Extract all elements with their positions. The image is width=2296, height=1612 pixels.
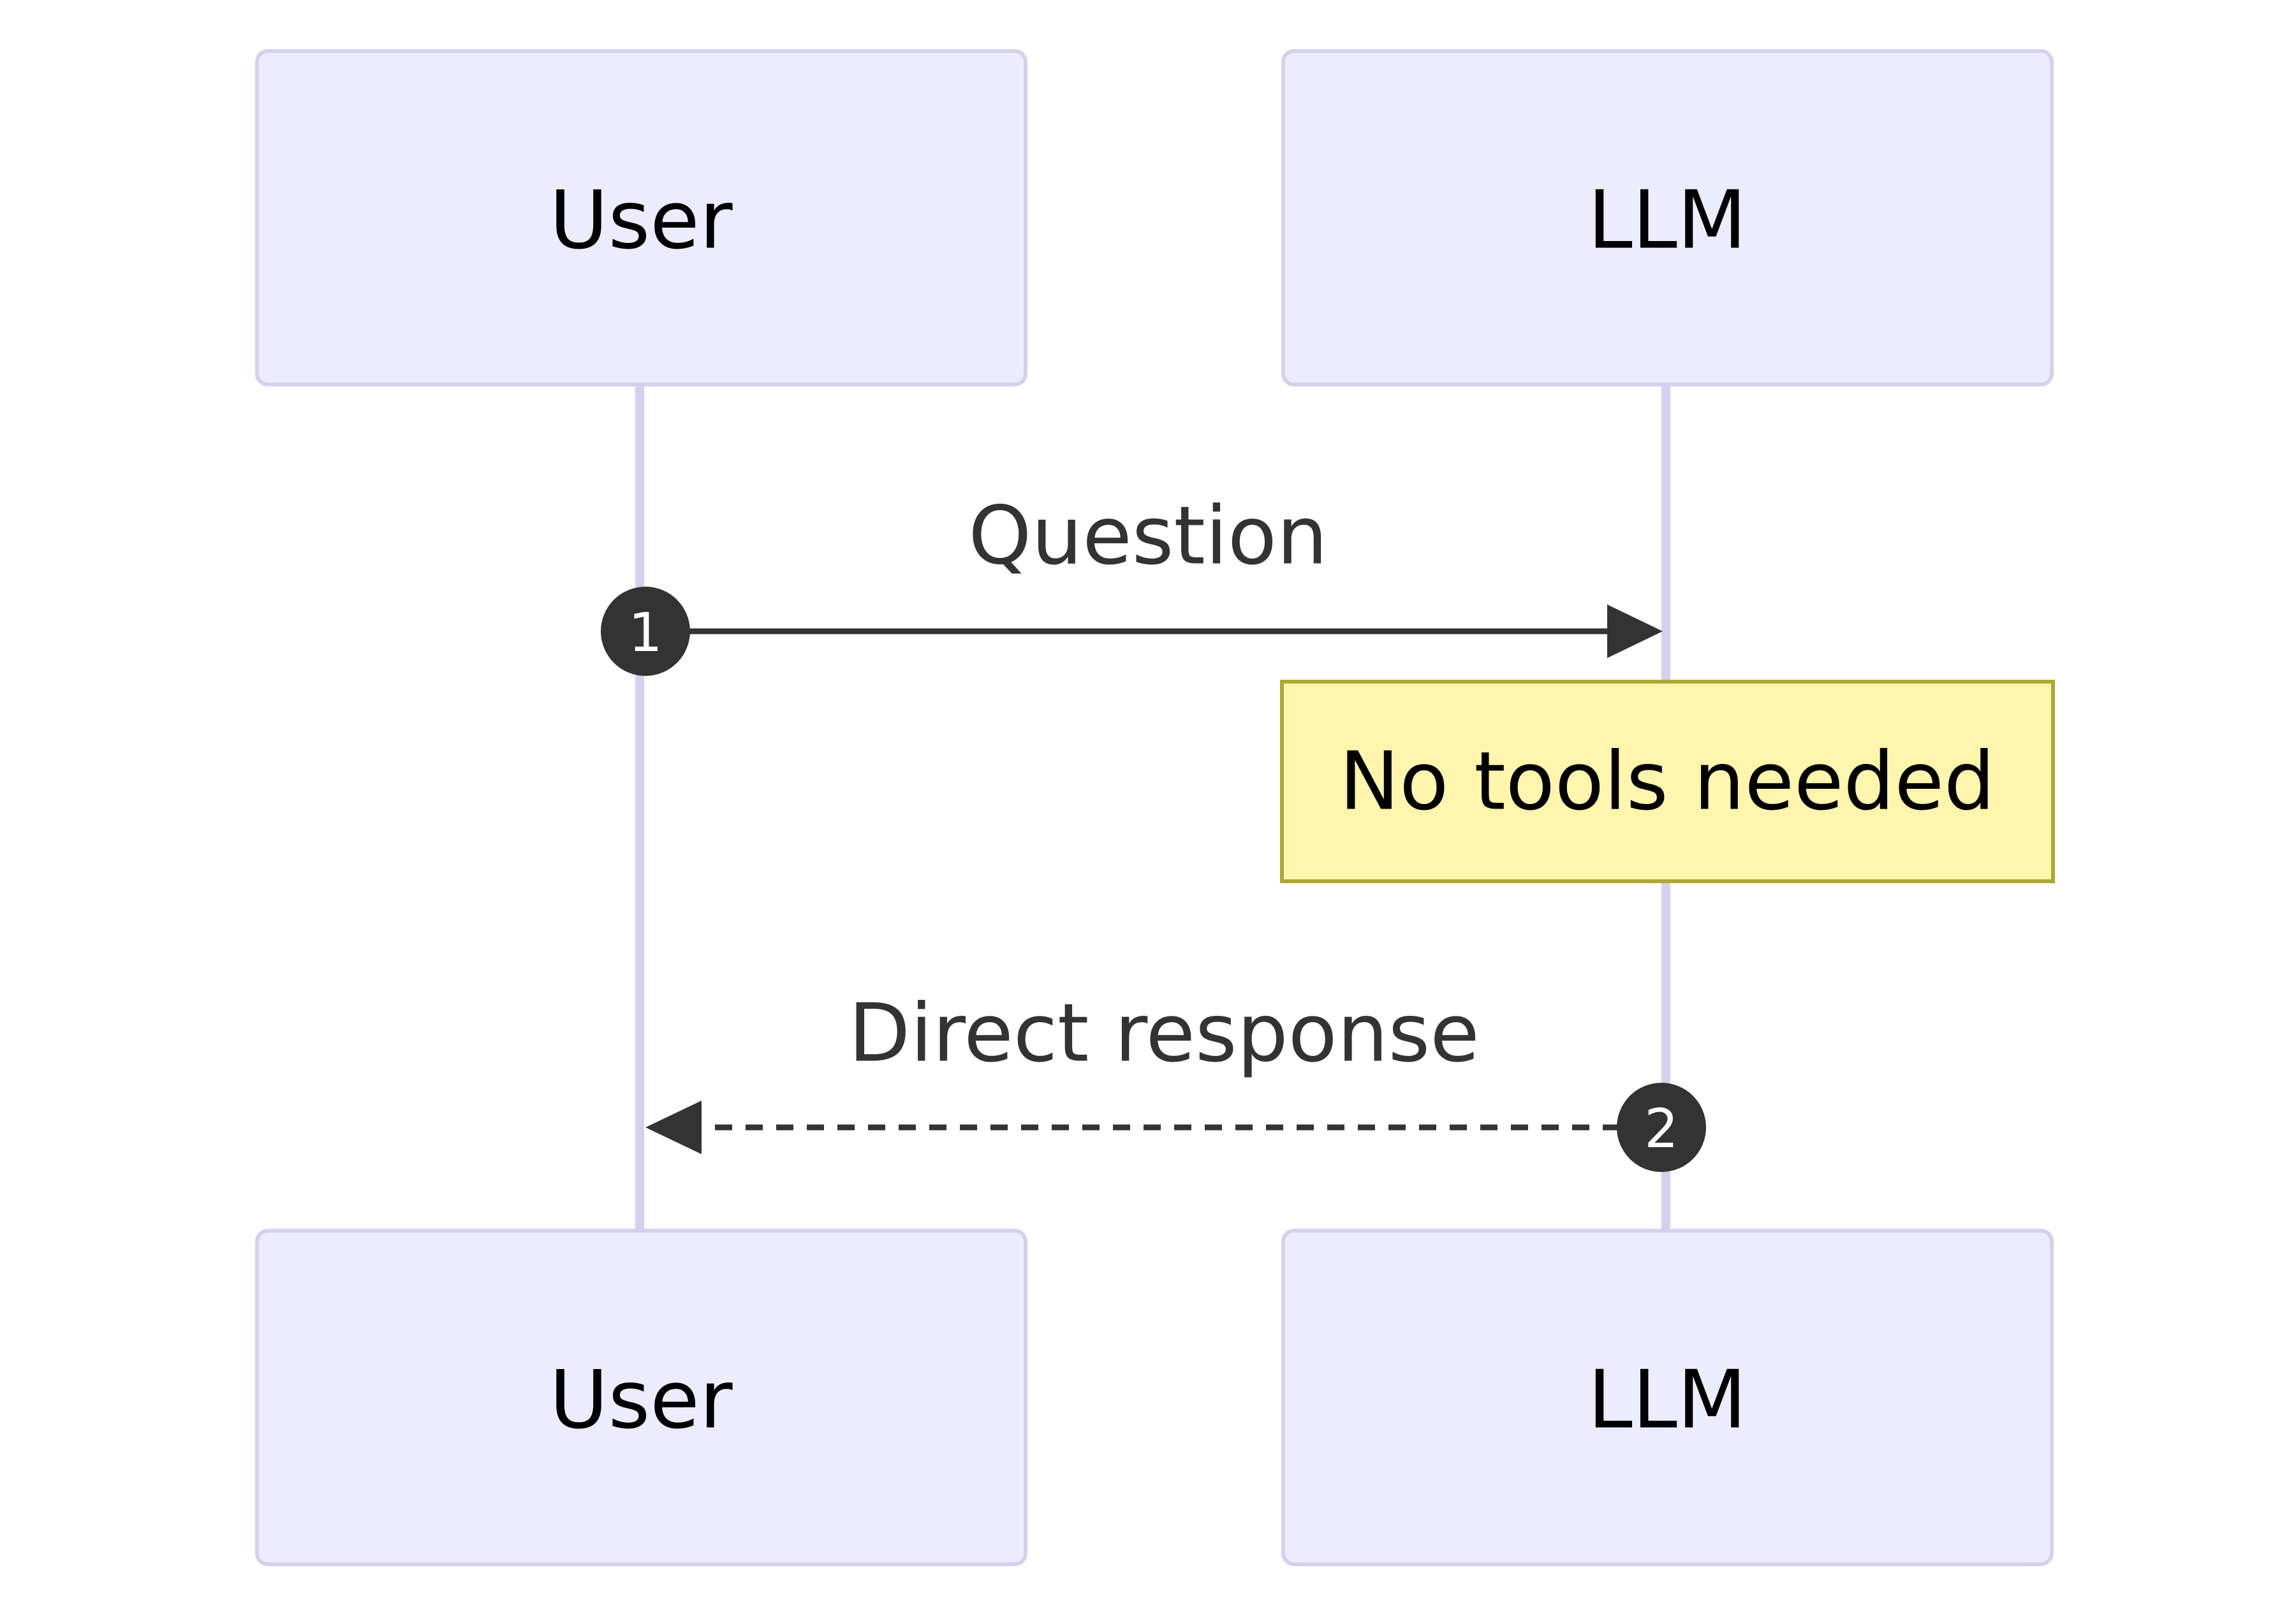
- actor-user-bottom-label: User: [549, 1353, 732, 1447]
- message-1: Question 1: [601, 489, 1663, 676]
- sequence-number-1-marker: [601, 587, 690, 676]
- note-llm: No tools needed: [1280, 680, 2055, 883]
- message-1-label: Question: [968, 489, 1328, 583]
- sequence-number-1: 1: [628, 601, 662, 664]
- actor-user-top: User: [255, 49, 1027, 386]
- sequence-number-2-marker: [1617, 1083, 1706, 1172]
- actor-llm-top: LLM: [1281, 49, 2054, 386]
- message-2-label: Direct response: [848, 986, 1480, 1080]
- actor-llm-bottom-label: LLM: [1587, 1353, 1746, 1447]
- sequence-number-2: 2: [1644, 1097, 1678, 1160]
- actor-user-top-label: User: [549, 173, 732, 267]
- actor-user-bottom: User: [255, 1229, 1027, 1566]
- actor-llm-bottom: LLM: [1281, 1229, 2054, 1566]
- message-1-arrowhead: [1607, 604, 1663, 658]
- note-label: No tools needed: [1339, 735, 1995, 828]
- message-2: Direct response 2: [645, 986, 1706, 1172]
- actor-llm-top-label: LLM: [1587, 173, 1746, 267]
- message-2-arrowhead: [645, 1101, 702, 1154]
